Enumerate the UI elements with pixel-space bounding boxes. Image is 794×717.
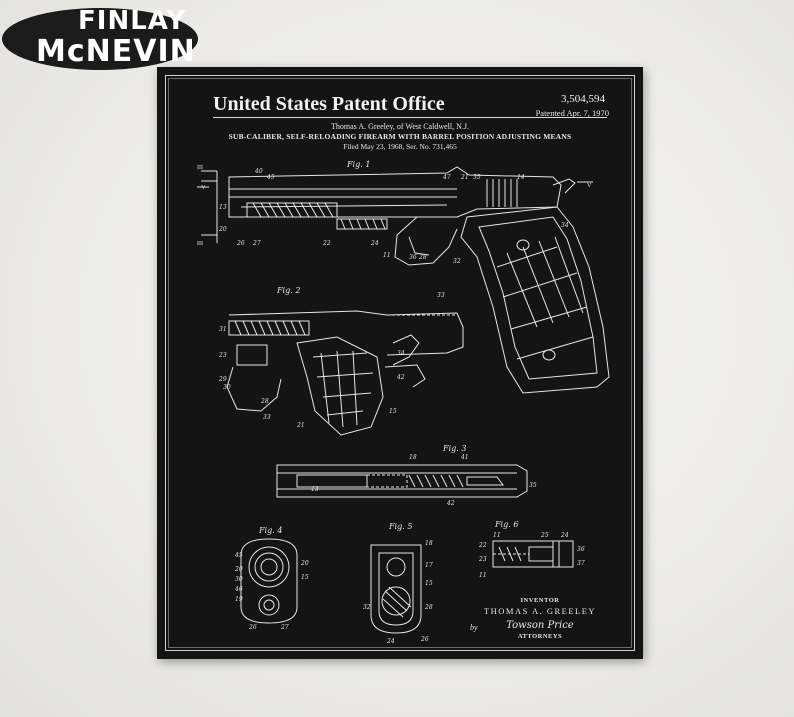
svg-text:28: 28 <box>418 254 427 261</box>
svg-text:24: 24 <box>370 240 379 247</box>
fig3-label: Fig. 3 <box>442 444 466 453</box>
svg-text:42: 42 <box>446 500 455 507</box>
svg-text:23: 23 <box>478 556 487 563</box>
fig4-end-view-drawing: Fig. 4 <box>240 526 298 624</box>
attorney-signature: Towson Price <box>506 620 574 631</box>
svg-text:33: 33 <box>437 292 445 299</box>
svg-text:26: 26 <box>236 240 245 247</box>
inventor-name: THOMAS A. GREELEY <box>483 606 597 616</box>
inventor-line: Thomas A. Greeley, of West Caldwell, N.J… <box>331 122 469 131</box>
svg-text:11: 11 <box>383 252 391 259</box>
svg-text:24: 24 <box>386 638 395 645</box>
svg-text:30: 30 <box>235 576 243 583</box>
inventor-role: INVENTOR <box>520 597 560 604</box>
svg-text:26: 26 <box>420 636 429 643</box>
svg-text:15: 15 <box>389 408 397 415</box>
logo-oval <box>2 8 198 70</box>
fig2-label: Fig. 2 <box>276 286 300 295</box>
fig5-section-drawing: Fig. 5 <box>370 522 422 634</box>
svg-text:45: 45 <box>234 552 243 559</box>
signature-by: by <box>470 623 478 632</box>
svg-text:18: 18 <box>425 540 433 547</box>
svg-text:46: 46 <box>234 586 243 593</box>
header-rule <box>213 117 607 118</box>
filed-line: Filed May 23, 1968, Ser. No. 731,465 <box>343 142 457 151</box>
attorney-role: ATTORNEYS <box>517 633 563 640</box>
svg-text:13: 13 <box>219 204 227 211</box>
svg-text:29: 29 <box>218 376 227 383</box>
svg-text:28: 28 <box>260 398 269 405</box>
svg-text:45: 45 <box>266 174 275 181</box>
logo-line-2: McNEVIN <box>36 34 196 69</box>
svg-text:20: 20 <box>300 560 309 567</box>
svg-text:13: 13 <box>311 486 319 493</box>
logo-line-1: FINLAY <box>78 6 187 36</box>
svg-text:34: 34 <box>397 350 405 357</box>
svg-text:36: 36 <box>409 254 417 261</box>
svg-text:41: 41 <box>460 454 469 461</box>
patent-date: Patented Apr. 7, 1970 <box>535 108 609 118</box>
svg-text:11: 11 <box>479 572 487 579</box>
patent-office-title: United States Patent Office <box>213 93 445 115</box>
svg-text:III: III <box>197 165 203 171</box>
svg-text:27: 27 <box>252 240 261 247</box>
fig2-cutaway-drawing: Fig. 2 <box>226 286 464 436</box>
svg-text:36: 36 <box>577 546 585 553</box>
svg-text:15: 15 <box>301 574 309 581</box>
svg-text:22: 22 <box>478 542 487 549</box>
svg-text:35: 35 <box>473 174 481 181</box>
svg-text:14: 14 <box>517 174 525 181</box>
fig6-detail-drawing: Fig. 6 <box>492 520 574 568</box>
svg-text:23: 23 <box>218 352 227 359</box>
fig1-label: Fig. 1 <box>346 160 370 169</box>
svg-text:32: 32 <box>363 604 371 611</box>
signature-block: INVENTOR THOMAS A. GREELEY Towson Price … <box>475 597 605 640</box>
poster-frame-outer <box>165 75 635 651</box>
svg-text:26: 26 <box>248 624 257 631</box>
fig5-label: Fig. 5 <box>388 522 412 531</box>
svg-text:20: 20 <box>218 226 227 233</box>
svg-text:21: 21 <box>460 174 469 181</box>
svg-text:31: 31 <box>219 326 227 333</box>
svg-text:40: 40 <box>254 168 263 175</box>
svg-text:47: 47 <box>442 174 451 181</box>
poster-frame-inner <box>168 78 632 648</box>
brand-logo[interactable]: FINLAY McNEVIN <box>0 0 210 80</box>
svg-text:22: 22 <box>322 240 331 247</box>
svg-text:27: 27 <box>280 624 289 631</box>
svg-text:19: 19 <box>235 596 243 603</box>
patent-number: 3,504,594 <box>561 93 605 105</box>
patent-subject: SUB-CALIBER, SELF-RELOADING FIREARM WITH… <box>228 132 572 141</box>
fig3-barrel-drawing: Fig. 3 <box>276 444 528 498</box>
fig1-pistol-drawing: Fig. 1 <box>197 160 610 394</box>
svg-text:24: 24 <box>560 532 569 539</box>
svg-text:III: III <box>197 241 203 247</box>
svg-text:32: 32 <box>453 258 461 265</box>
svg-text:20: 20 <box>234 566 243 573</box>
fig4-label: Fig. 4 <box>258 526 282 535</box>
svg-text:30: 30 <box>223 384 231 391</box>
svg-text:17: 17 <box>425 562 433 569</box>
svg-text:34: 34 <box>561 222 569 229</box>
svg-text:21: 21 <box>296 422 305 429</box>
fig6-label: Fig. 6 <box>494 520 518 529</box>
svg-text:V: V <box>201 185 206 191</box>
svg-text:42: 42 <box>396 374 405 381</box>
svg-text:11: 11 <box>493 532 501 539</box>
svg-text:37: 37 <box>577 560 585 567</box>
patent-drawing: Fig. 1 <box>197 160 610 645</box>
svg-text:15: 15 <box>425 580 433 587</box>
svg-text:28: 28 <box>424 604 433 611</box>
svg-text:25: 25 <box>540 532 549 539</box>
svg-text:18: 18 <box>409 454 417 461</box>
svg-text:33: 33 <box>263 414 271 421</box>
svg-text:V: V <box>587 183 592 189</box>
patent-poster: United States Patent Office 3,504,594 Pa… <box>157 67 643 659</box>
svg-text:35: 35 <box>529 482 537 489</box>
